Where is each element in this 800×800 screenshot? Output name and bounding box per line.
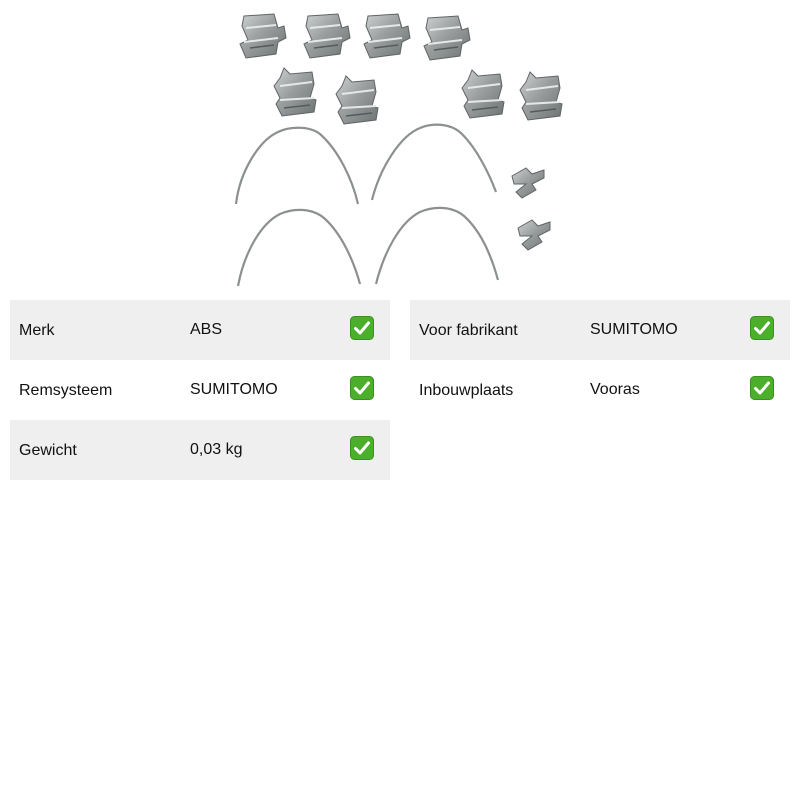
check-mark-icon (350, 436, 374, 460)
spec-row-remsysteem: Remsysteem SUMITOMO (10, 360, 390, 420)
spec-value: Vooras (590, 381, 640, 398)
check-mark-icon (350, 376, 374, 400)
spec-table-left: Merk ABS Remsysteem SUMITOMO Gewicht 0,0… (10, 300, 390, 480)
spec-value: ABS (190, 321, 223, 338)
check-mark-icon (750, 376, 774, 400)
spec-row-merk: Merk ABS (10, 300, 390, 360)
check-mark-icon (750, 316, 774, 340)
spec-row-voor-fabrikant: Voor fabrikant SUMITOMO (410, 300, 790, 360)
product-image (234, 13, 563, 287)
spec-row-inbouwplaats: Inbouwplaats Vooras (410, 360, 790, 420)
spec-label: Merk (19, 322, 55, 339)
spec-value: SUMITOMO (590, 321, 678, 338)
spec-value: 0,03 kg (190, 441, 243, 458)
spec-value: SUMITOMO (190, 381, 278, 398)
spec-label: Inbouwplaats (419, 382, 514, 399)
spec-label: Remsysteem (19, 382, 113, 399)
spec-label: Gewicht (19, 442, 77, 459)
spec-label: Voor fabrikant (419, 322, 518, 339)
check-mark-icon (350, 316, 374, 340)
spec-row-gewicht: Gewicht 0,03 kg (10, 420, 390, 480)
spec-table-right: Voor fabrikant SUMITOMO Inbouwplaats Voo… (410, 300, 790, 420)
